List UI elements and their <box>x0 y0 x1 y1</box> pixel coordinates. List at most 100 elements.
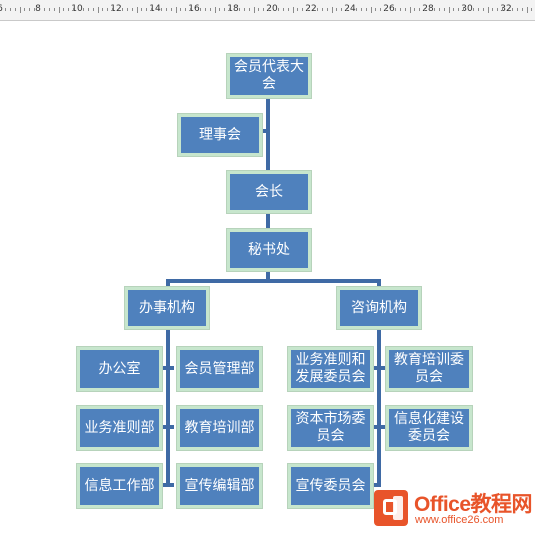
ruler-tick <box>151 8 153 11</box>
ruler-tick <box>326 8 328 11</box>
connector-admin-tick <box>162 425 174 429</box>
connector-advisory-tick <box>372 366 386 370</box>
ruler-tick <box>302 8 304 11</box>
ruler-tick <box>443 8 445 11</box>
connector-advisory-vertical <box>377 325 381 487</box>
node-standards-dev[interactable]: 业务准则和发展委员会 <box>288 347 373 391</box>
ruler-label: 10 <box>71 4 83 14</box>
ruler-tick <box>453 8 455 11</box>
connector-council <box>262 129 270 133</box>
ruler-tick <box>321 8 323 11</box>
ruler-tick <box>292 7 294 13</box>
ruler-tick <box>238 8 240 11</box>
ruler-tick <box>360 8 362 11</box>
ruler-label: 32 <box>500 4 512 14</box>
node-capital-market[interactable]: 资本市场委员会 <box>288 406 373 450</box>
node-assembly[interactable]: 会员代表大会 <box>227 54 311 98</box>
ruler-tick <box>341 8 343 11</box>
ruler-tick <box>229 8 231 11</box>
ruler-tick <box>316 8 318 11</box>
ruler-tick <box>136 7 138 13</box>
node-secretariat[interactable]: 秘书处 <box>227 229 311 271</box>
ruler-tick <box>48 8 50 11</box>
node-informatization[interactable]: 信息化建设委员会 <box>386 406 472 450</box>
ruler-tick <box>511 8 513 11</box>
connector-admin-tick <box>162 366 174 370</box>
ruler-tick <box>487 7 489 13</box>
ruler-label: 20 <box>266 4 278 14</box>
ruler-tick <box>73 8 75 11</box>
ruler-tick <box>180 8 182 11</box>
ruler-tick <box>43 8 45 11</box>
ruler-tick <box>131 8 133 11</box>
connector-admin-vertical <box>166 325 170 487</box>
ruler-tick <box>472 8 474 11</box>
ruler-label: 8 <box>35 4 41 14</box>
ruler-tick <box>170 8 172 11</box>
ruler-tick <box>365 8 367 11</box>
connector-branch <box>166 279 380 283</box>
ruler-tick <box>68 8 70 11</box>
ruler-tick <box>307 8 309 11</box>
ruler-tick <box>92 8 94 11</box>
horizontal-ruler[interactable]: 6 8 10 12 14 16 18 20 22 24 26 28 30 32 <box>0 0 535 21</box>
watermark-title: Office教程网 <box>414 493 533 516</box>
ruler-tick <box>204 8 206 11</box>
ruler-tick <box>141 8 143 11</box>
office-logo-icon <box>374 490 408 526</box>
ruler-tick <box>87 8 89 11</box>
ruler-tick <box>297 8 299 11</box>
ruler-tick <box>29 8 31 11</box>
node-education[interactable]: 教育培训部 <box>177 406 262 450</box>
node-member-mgmt[interactable]: 会员管理部 <box>177 347 262 391</box>
ruler-tick <box>414 8 416 11</box>
node-education-committee[interactable]: 教育培训委员会 <box>386 347 472 391</box>
ruler-tick <box>482 8 484 11</box>
ruler-tick <box>370 7 372 13</box>
node-info-work[interactable]: 信息工作部 <box>77 464 162 508</box>
ruler-tick <box>346 8 348 11</box>
ruler-tick <box>516 8 518 11</box>
ruler-tick <box>82 8 84 11</box>
ruler-tick <box>287 8 289 11</box>
ruler-tick <box>385 8 387 11</box>
ruler-tick <box>355 8 357 11</box>
ruler-tick <box>97 7 99 13</box>
ruler-label: 22 <box>305 4 317 14</box>
ruler-tick <box>14 8 16 11</box>
ruler-tick <box>248 8 250 11</box>
node-publicity-committee[interactable]: 宣传委员会 <box>288 464 373 508</box>
ruler-tick <box>458 8 460 11</box>
node-advisory-group[interactable]: 咨询机构 <box>337 287 421 329</box>
ruler-tick <box>526 7 528 13</box>
ruler-tick <box>521 8 523 11</box>
ruler-tick <box>502 8 504 11</box>
ruler-tick <box>146 8 148 11</box>
node-office[interactable]: 办公室 <box>77 347 162 391</box>
ruler-tick <box>209 8 211 11</box>
ruler-tick <box>277 8 279 11</box>
ruler-tick <box>375 8 377 11</box>
ruler-tick <box>253 7 255 13</box>
ruler-tick <box>404 8 406 11</box>
ruler-tick <box>175 7 177 13</box>
ruler-tick <box>199 8 201 11</box>
ruler-tick <box>424 8 426 11</box>
ruler-tick <box>190 8 192 11</box>
ruler-tick <box>409 7 411 13</box>
ruler-tick <box>126 8 128 11</box>
ruler-tick <box>112 8 114 11</box>
ruler-tick <box>336 8 338 11</box>
ruler-tick <box>282 8 284 11</box>
ruler-tick <box>224 8 226 11</box>
node-president[interactable]: 会长 <box>227 171 311 213</box>
ruler-tick <box>9 8 11 11</box>
ruler-label: 30 <box>461 4 473 14</box>
connector-admin-tick <box>162 483 174 487</box>
ruler-tick <box>268 8 270 11</box>
node-publicity[interactable]: 宣传编辑部 <box>177 464 262 508</box>
node-council[interactable]: 理事会 <box>178 114 262 156</box>
node-admin-group[interactable]: 办事机构 <box>125 287 209 329</box>
watermark-url: www.office26.com <box>415 514 504 526</box>
node-business-standards[interactable]: 业务准则部 <box>77 406 162 450</box>
